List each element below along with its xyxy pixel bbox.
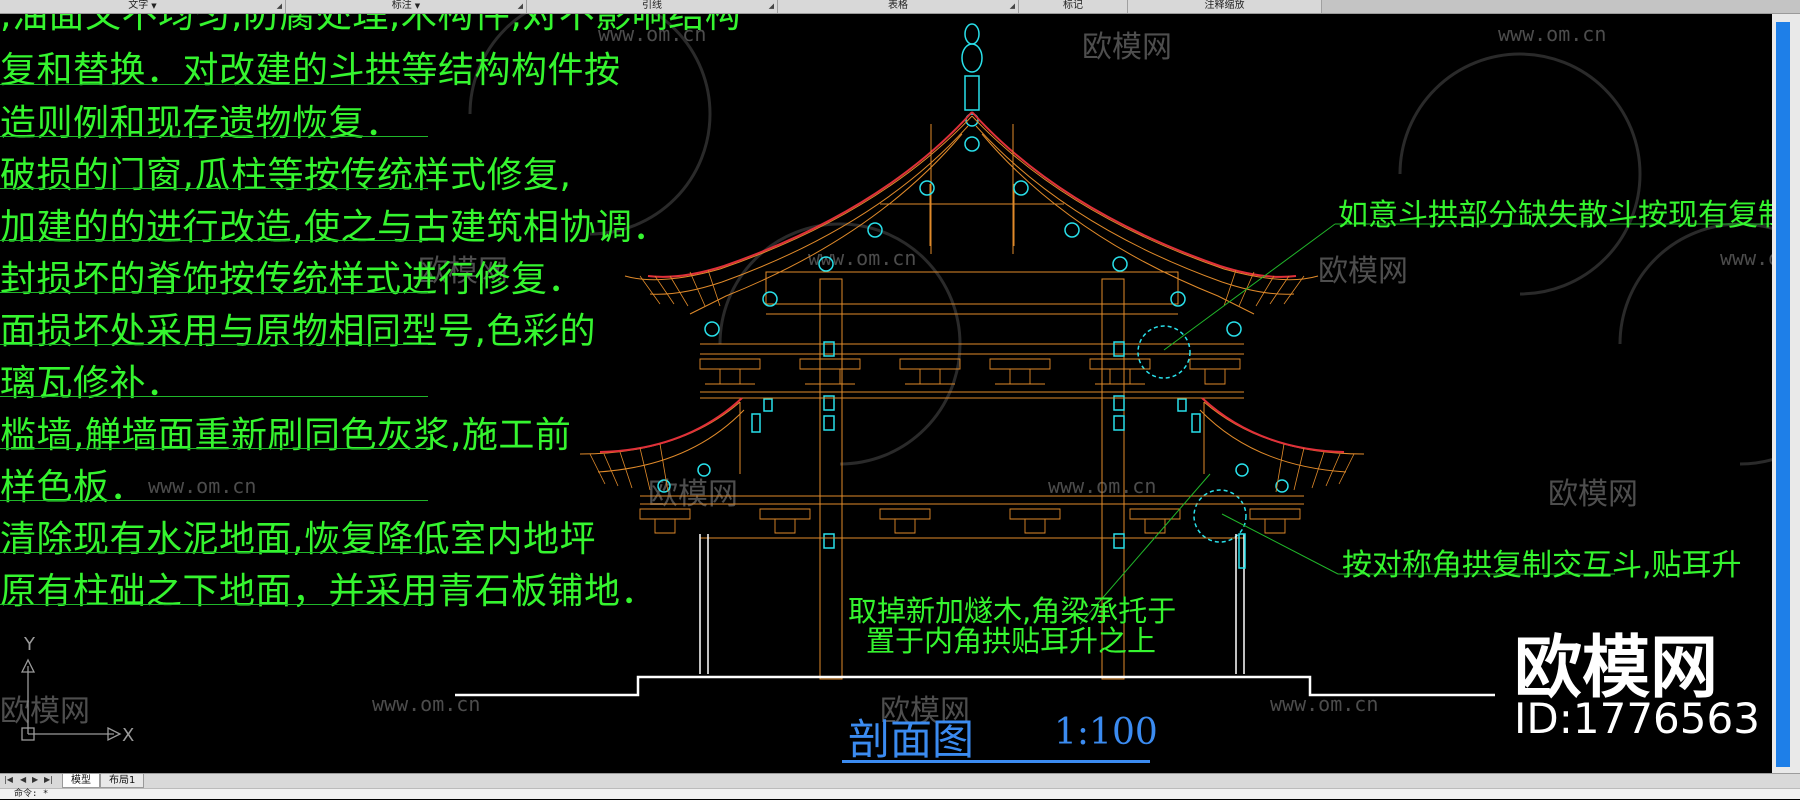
watermark-brand: 欧模网 xyxy=(1082,30,1172,65)
note-underline xyxy=(0,448,428,449)
note-line: ,油面又不均匀,防腐处理,木构件,对不影响结构 xyxy=(0,14,742,36)
watermark-brand: 欧模网 xyxy=(1318,254,1408,289)
ribbon-panel-text-label: 文字 xyxy=(128,0,149,11)
building-section-drawing xyxy=(455,14,1772,697)
ucs-x-label: X xyxy=(122,725,134,744)
note-line: 原有柱础之下地面，并采用青石板铺地． xyxy=(0,571,658,612)
ribbon-panel-bar: 文字▼ ◢ 标注▼ ◢ 引线 ◢ 表格 ◢ 标记 注释缩放 xyxy=(0,0,1800,14)
watermark-url: www.om.cn xyxy=(808,246,917,270)
panel-expand-icon[interactable]: ◢ xyxy=(517,2,523,10)
note-line: 封损坏的脊饰按传统样式进行修复． xyxy=(0,259,585,300)
ribbon-panel-dimension-label: 标注 xyxy=(391,0,412,11)
note-line: 加建的的进行改造,使之与古建筑相协调． xyxy=(0,207,669,248)
ucs-y-label: Y xyxy=(23,634,36,655)
ribbon-empty-area xyxy=(1322,0,1800,13)
note-underline xyxy=(0,552,428,553)
command-prompt: 命令: * xyxy=(14,789,49,799)
watermark-url: www.om.cn xyxy=(1498,22,1607,46)
drawing-title: 剖面图 xyxy=(848,715,975,764)
watermark-brand: 欧模网 xyxy=(1548,477,1638,512)
last-tab-icon[interactable]: ▶| xyxy=(44,775,53,784)
note-line: 造则例和现存遗物恢复． xyxy=(0,103,402,144)
watermark-brand: 欧模网 xyxy=(0,694,90,729)
drawing-canvas[interactable]: www.om.cn www.om.cn www.om.cn www.om.cn … xyxy=(0,14,1772,773)
ribbon-panel-table-label: 表格 xyxy=(888,0,908,11)
note-underline xyxy=(0,136,428,137)
title-underline xyxy=(842,760,1150,763)
tab-layout1[interactable]: 布局1 xyxy=(100,774,145,788)
command-line[interactable]: 命令: * xyxy=(0,788,1800,799)
note-line: 清除现有水泥地面,恢复降低室内地坪 xyxy=(0,519,596,560)
drawing-scale: 1:100 xyxy=(1054,712,1158,753)
ribbon-panel-markup[interactable]: 标记 xyxy=(1019,0,1128,13)
note-line: 璃瓦修补． xyxy=(0,363,183,404)
ribbon-panel-markup-label: 标记 xyxy=(1063,0,1083,11)
next-tab-icon[interactable]: ▶ xyxy=(32,775,39,784)
panel-expand-icon[interactable]: ◢ xyxy=(276,2,282,10)
note-line: 破损的门窗,瓜柱等按传统样式修复, xyxy=(0,155,572,196)
ribbon-panel-annotation-scaling[interactable]: 注释缩放 xyxy=(1128,0,1322,13)
note-line: 复和替换．对改建的斗拱等结构构件按 xyxy=(0,50,621,91)
note-underline xyxy=(0,500,428,501)
prev-tab-icon[interactable]: ◀ xyxy=(20,775,27,784)
dropdown-arrow-icon[interactable]: ▼ xyxy=(414,2,421,10)
watermark-brand: 欧模网 xyxy=(418,254,508,289)
watermark-url: www.om.cn xyxy=(148,474,257,498)
note-underline xyxy=(0,344,428,345)
first-tab-icon[interactable]: |◀ xyxy=(4,775,13,784)
note-underline xyxy=(0,604,428,605)
annotation-center-line-2: 置于内角拱贴耳升之上 xyxy=(866,624,1157,658)
ribbon-panel-dimension[interactable]: 标注▼ ◢ xyxy=(286,0,527,13)
watermark-brand: 欧模网 xyxy=(880,694,970,729)
watermark-url: www.om.cn xyxy=(598,22,707,46)
brand-id: ID:1776563 xyxy=(1514,694,1760,743)
note-underline xyxy=(0,292,428,293)
annotation-center-line-1: 取掉新加燧木,角梁承托于 xyxy=(848,594,1177,628)
ribbon-panel-leader[interactable]: 引线 ◢ xyxy=(527,0,778,13)
annotation-bracket-repair: 如意斗拱部分缺失散斗按现有复制 xyxy=(1338,198,1772,233)
watermark-url: www.om.cn xyxy=(1720,246,1772,270)
panel-expand-icon[interactable]: ◢ xyxy=(768,2,774,10)
panel-expand-icon[interactable]: ◢ xyxy=(1009,2,1015,10)
layout-tab-bar: |◀ ◀ ▶ ▶| 模型 布局1 xyxy=(0,773,1800,788)
brand-logo-text: 欧模网 xyxy=(1514,629,1719,708)
note-underline xyxy=(0,240,428,241)
ucs-icon: Y X xyxy=(20,634,134,744)
dropdown-arrow-icon[interactable]: ▼ xyxy=(151,2,157,10)
ribbon-panel-text[interactable]: 文字▼ ◢ xyxy=(0,0,286,13)
tab-model[interactable]: 模型 xyxy=(62,774,100,788)
note-underline xyxy=(0,396,428,397)
ribbon-panel-leader-label: 引线 xyxy=(642,0,662,11)
ribbon-panel-annotation-scaling-label: 注释缩放 xyxy=(1204,0,1245,11)
vertical-scrollbar[interactable] xyxy=(1772,14,1800,773)
note-line: 样色板． xyxy=(0,467,147,508)
annotation-corner-bracket: 按对称角拱复制交互斗,贴耳升 xyxy=(1342,548,1742,583)
note-underline xyxy=(0,84,428,85)
scrollbar-thumb[interactable] xyxy=(1776,22,1790,767)
note-underline xyxy=(0,188,428,189)
note-line: 面损坏处采用与原物相同型号,色彩的 xyxy=(0,311,596,352)
note-line: 槛墙,觯墙面重新刷同色灰浆,施工前 xyxy=(0,415,572,456)
ribbon-panel-table[interactable]: 表格 ◢ xyxy=(778,0,1019,13)
watermark-brand: 欧模网 xyxy=(648,477,738,512)
